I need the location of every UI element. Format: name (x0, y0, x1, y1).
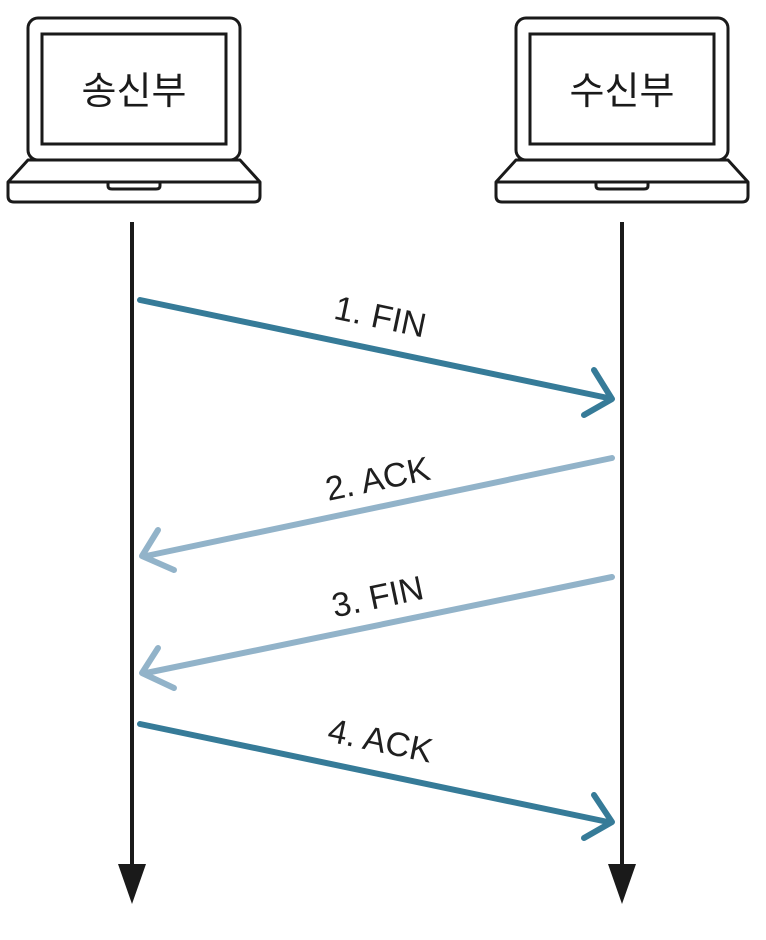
sender-laptop-icon (6, 16, 262, 204)
receiver-laptop-icon (494, 16, 750, 204)
sender-lifeline-arrowhead (118, 864, 146, 904)
message-1-label: 1. FIN (331, 289, 429, 345)
receiver-lifeline (608, 222, 636, 904)
message-2-ack-arrow (139, 455, 615, 573)
receiver-label: 수신부 (570, 69, 675, 113)
message-1-fin-arrow (137, 297, 615, 418)
message-4-ack-arrow (137, 721, 615, 841)
sender-lifeline (118, 222, 146, 904)
message-4-label: 4. ACK (325, 712, 437, 771)
receiver-lifeline-arrowhead (608, 864, 636, 904)
sender-label: 송신부 (82, 69, 187, 113)
message-3-fin-arrow (139, 574, 615, 691)
